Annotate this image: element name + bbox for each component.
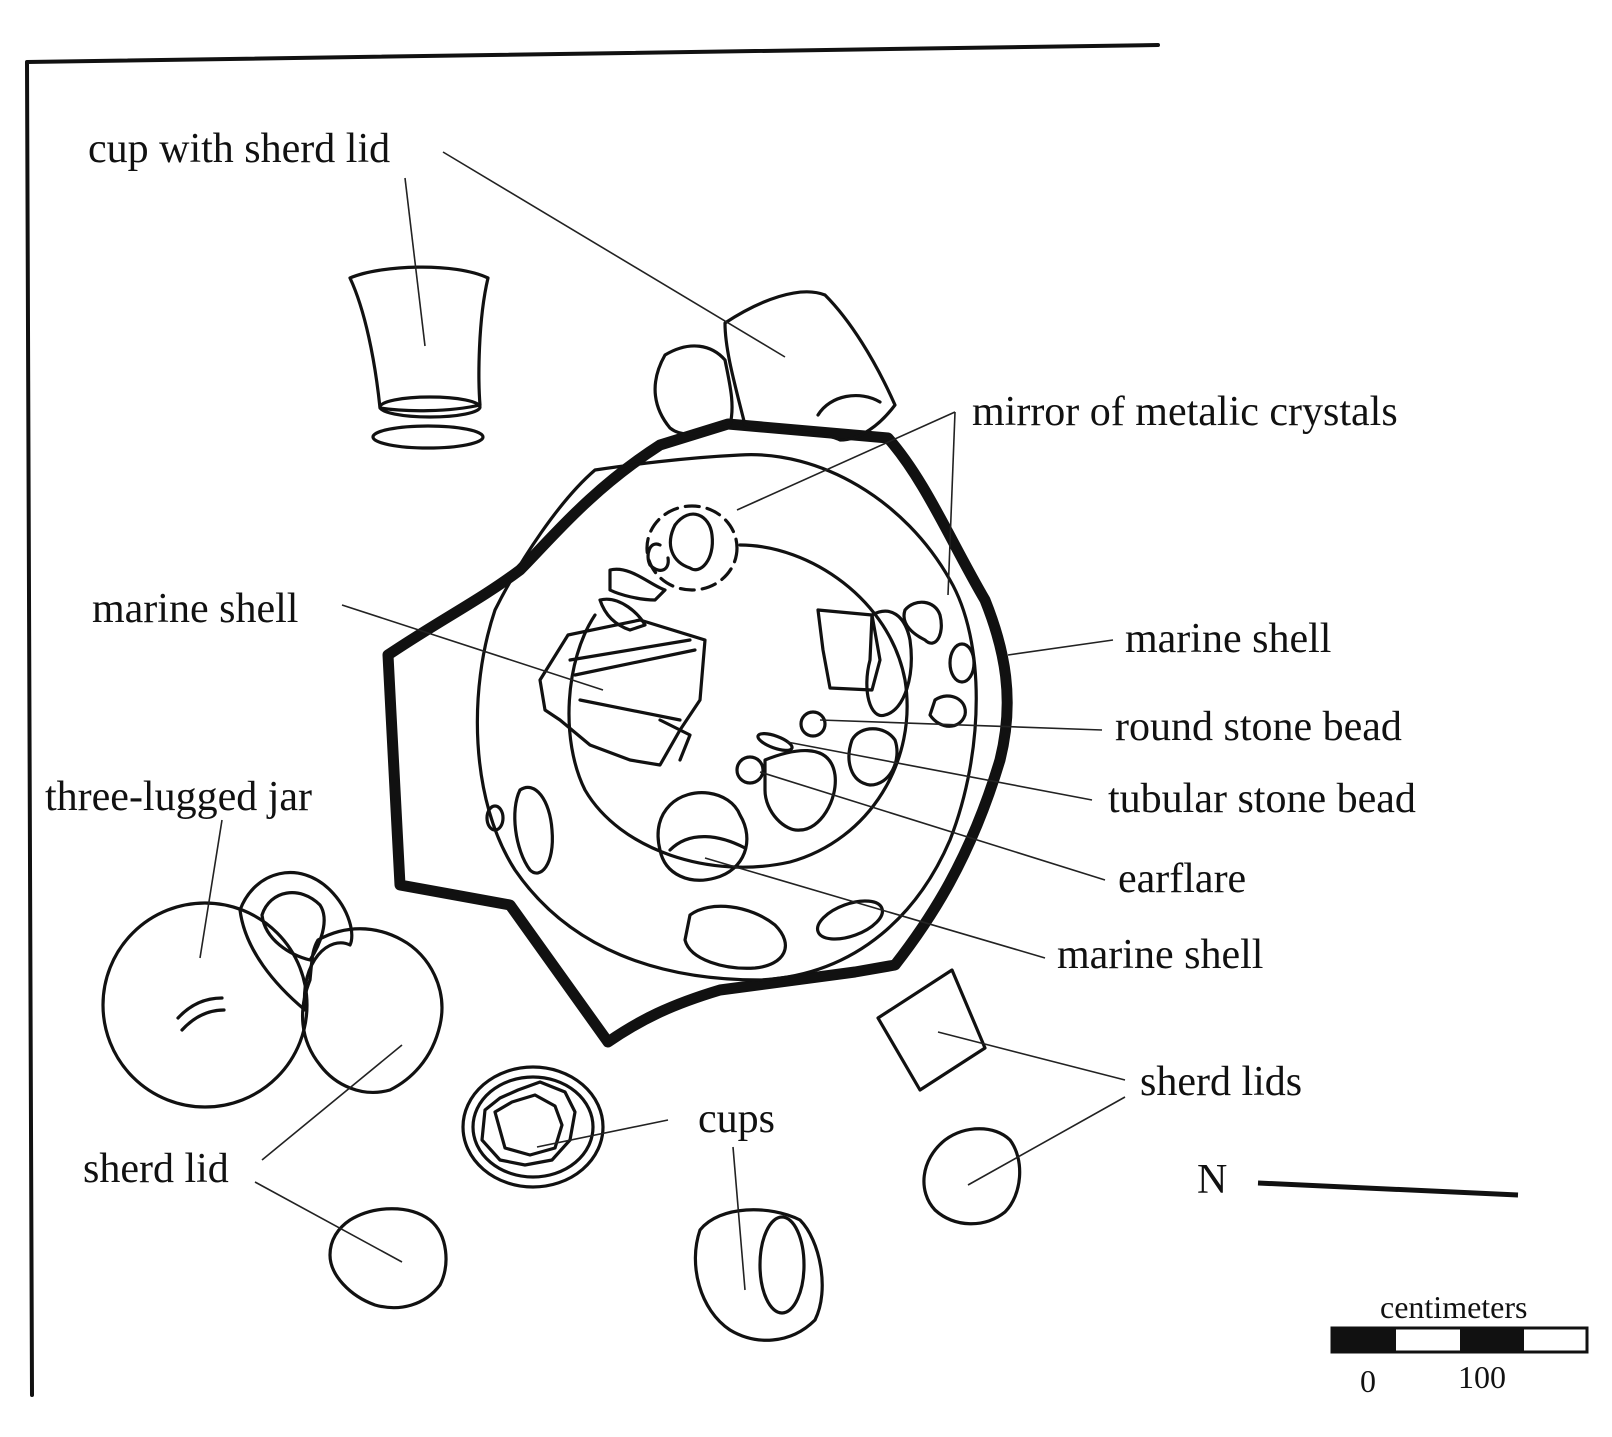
- label-cup-with-sherd-lid: cup with sherd lid: [88, 126, 390, 172]
- label-tubular-stone-bead: tubular stone bead: [1108, 776, 1416, 822]
- north-arrow: N: [1197, 1157, 1519, 1203]
- north-label: N: [1197, 1157, 1227, 1203]
- label-cups: cups: [698, 1096, 775, 1142]
- tomb-outer-wall: [382, 418, 1013, 1048]
- label-mirror: mirror of metalic crystals: [972, 389, 1398, 435]
- sherd-lid-blocks-top: [653, 290, 897, 442]
- excavation-frame: [25, 43, 1160, 1397]
- marine-shell-bottom: [656, 791, 749, 882]
- leader-lines: [199, 151, 1126, 1291]
- tomb-inner-wall: [475, 453, 978, 982]
- marine-shell-left: [538, 618, 707, 767]
- label-earflare: earflare: [1118, 856, 1246, 902]
- stone-bottom-right: [815, 899, 885, 941]
- three-lugged-jar-vessel: [101, 871, 354, 1109]
- label-marine-shell-right: marine shell: [1125, 616, 1331, 662]
- cup-with-sherd-lid-vessel: [348, 265, 490, 450]
- sherd-lid-bottom-left: [328, 1207, 448, 1310]
- scale-tick-100: 100: [1458, 1359, 1506, 1395]
- central-chamber-ring: [567, 543, 909, 869]
- label-sherd-lids: sherd lids: [1140, 1059, 1302, 1105]
- cup-round: [461, 1065, 605, 1189]
- round-stone-bead: [799, 710, 827, 738]
- elongated-stone: [513, 785, 554, 875]
- tubular-stone-bead: [756, 732, 794, 752]
- sherd-lid-on-jar: [300, 927, 444, 1094]
- cup-bottom: [693, 1208, 824, 1342]
- label-marine-shell-bottom: marine shell: [1057, 932, 1263, 978]
- label-round-stone-bead: round stone bead: [1115, 704, 1402, 750]
- earflare: [735, 748, 837, 832]
- sherd-lid-round-right: [922, 1127, 1022, 1226]
- label-marine-shell-left: marine shell: [92, 586, 298, 632]
- scale-tick-0: 0: [1360, 1363, 1376, 1399]
- label-sherd-lid: sherd lid: [83, 1146, 229, 1192]
- sherd-lid-square: [876, 968, 987, 1092]
- small-stone: [485, 804, 505, 832]
- scale-bar: centimeters 0 100: [1330, 1289, 1589, 1399]
- mirror-of-metalic-crystals: [598, 504, 739, 632]
- stone-bottom-center: [683, 904, 787, 970]
- marine-shell-right-group: [816, 600, 976, 787]
- label-three-lugged-jar: three-lugged jar: [45, 774, 312, 820]
- scale-unit-label: centimeters: [1380, 1289, 1527, 1325]
